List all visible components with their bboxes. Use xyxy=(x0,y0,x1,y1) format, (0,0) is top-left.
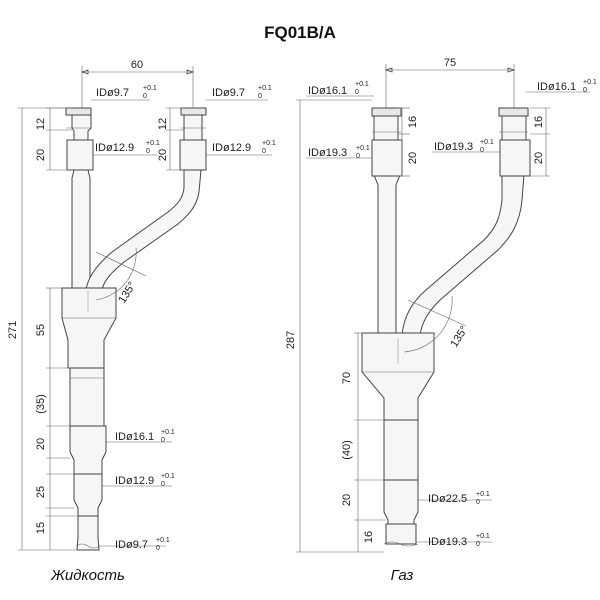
gas-left-cap xyxy=(371,107,402,117)
gas-id-top-left: IDø16.1 xyxy=(308,85,347,97)
liquid-id-top-right: IDø9.7 xyxy=(212,87,245,99)
gas-left-socket xyxy=(371,139,403,177)
liquid-branch: 135° 60 12 20 12 20 271 55 xyxy=(7,59,276,584)
svg-text:0: 0 xyxy=(146,148,150,155)
gas-left-top-dim: 16 xyxy=(407,116,419,128)
gas-id-low-2: IDø19.3 xyxy=(428,536,467,548)
svg-text:+0.1: +0.1 xyxy=(476,491,490,498)
liquid-id-top-left: IDø9.7 xyxy=(96,87,129,99)
svg-text:+0.1: +0.1 xyxy=(156,537,170,544)
svg-text:0: 0 xyxy=(258,93,262,100)
liquid-overall-dim: 271 xyxy=(7,321,19,339)
gas-left-mid-dim: 20 xyxy=(407,152,419,164)
liquid-d16-dim: 20 xyxy=(35,438,47,450)
liquid-id-low-3: IDø9.7 xyxy=(115,539,148,551)
gas-angle-arc xyxy=(403,295,453,353)
liquid-gap-dim: (35) xyxy=(35,394,47,414)
svg-text:0: 0 xyxy=(583,87,587,94)
gas-lower-pipe xyxy=(383,419,419,483)
liquid-right-top-dim: 12 xyxy=(157,118,169,130)
gas-caption: Газ xyxy=(391,567,414,584)
liquid-d129-dim: 25 xyxy=(35,486,47,498)
svg-text:+0.1: +0.1 xyxy=(161,473,175,480)
svg-text:+0.1: +0.1 xyxy=(262,140,276,147)
gas-gap-dim: (40) xyxy=(341,440,353,460)
gas-d22-section xyxy=(383,479,419,525)
liquid-caption: Жидкость xyxy=(50,567,125,584)
liquid-left-cap xyxy=(65,107,92,116)
liquid-left-top-dim: 12 xyxy=(35,118,47,130)
svg-text:0: 0 xyxy=(156,545,160,552)
svg-text:0: 0 xyxy=(161,481,165,488)
liquid-right-cap xyxy=(180,107,207,116)
svg-text:+0.1: +0.1 xyxy=(583,79,597,86)
liquid-left-socket xyxy=(66,139,94,171)
svg-text:0: 0 xyxy=(262,148,266,155)
gas-body-dim: 70 xyxy=(341,372,353,384)
svg-text:+0.1: +0.1 xyxy=(356,145,370,152)
svg-text:0: 0 xyxy=(143,93,147,100)
liquid-d16-section xyxy=(69,425,107,475)
svg-text:0: 0 xyxy=(476,499,480,506)
gas-right-top-dim: 16 xyxy=(533,116,545,128)
svg-text:+0.1: +0.1 xyxy=(476,533,490,540)
liquid-angle-label: 135° xyxy=(116,280,138,306)
svg-text:+0.1: +0.1 xyxy=(355,81,369,88)
gas-right-socket xyxy=(499,139,531,177)
liquid-left-mid-dim: 20 xyxy=(35,149,47,161)
gas-d193-dim: 16 xyxy=(363,531,375,543)
liquid-main-body xyxy=(61,287,117,369)
liquid-right-mid-dim: 20 xyxy=(157,149,169,161)
liquid-id-mid-left: IDø12.9 xyxy=(95,142,134,154)
svg-text:+0.1: +0.1 xyxy=(480,139,494,146)
svg-text:+0.1: +0.1 xyxy=(258,85,272,92)
gas-right-cap xyxy=(498,107,529,117)
liquid-right-leg xyxy=(85,107,203,291)
liquid-id-mid-right: IDø12.9 xyxy=(212,142,251,154)
liquid-right-socket xyxy=(179,139,207,171)
gas-d225-dim: 20 xyxy=(341,494,353,506)
liquid-d9-section xyxy=(76,515,100,551)
drawing-title: FQ01B/A xyxy=(264,23,336,42)
gas-spacing-dim: 75 xyxy=(444,57,456,69)
liquid-id-low-2: IDø12.9 xyxy=(115,475,154,487)
gas-id-top-right: IDø16.1 xyxy=(537,81,576,93)
liquid-id-low-1: IDø16.1 xyxy=(115,431,154,443)
gas-overall-dim: 287 xyxy=(285,331,297,349)
svg-text:0: 0 xyxy=(480,147,484,154)
liquid-d12-section xyxy=(73,473,103,517)
liquid-left-leg xyxy=(71,107,92,291)
gas-d19-section xyxy=(385,523,417,545)
gas-angle-label: 135° xyxy=(448,324,470,350)
gas-right-mid-dim: 20 xyxy=(533,152,545,164)
liquid-spacing-dim: 60 xyxy=(131,59,143,71)
liquid-lower-pipe xyxy=(69,367,105,429)
svg-text:+0.1: +0.1 xyxy=(143,85,157,92)
svg-text:+0.1: +0.1 xyxy=(161,429,175,436)
liquid-angle-arc xyxy=(95,247,137,301)
liquid-d97-dim: 15 xyxy=(35,522,47,534)
svg-text:0: 0 xyxy=(355,89,359,96)
gas-id-low-1: IDø22.5 xyxy=(428,493,467,505)
svg-text:0: 0 xyxy=(161,437,165,444)
svg-text:+0.1: +0.1 xyxy=(146,140,160,147)
svg-text:0: 0 xyxy=(356,153,360,160)
liquid-body-dim: 55 xyxy=(35,324,47,336)
gas-id-mid-right: IDø19.3 xyxy=(434,141,473,153)
gas-id-mid-left: IDø19.3 xyxy=(308,147,347,159)
svg-text:0: 0 xyxy=(476,541,480,548)
gas-branch: 135° 75 16 20 16 20 287 70 (40) 20 xyxy=(285,57,597,584)
